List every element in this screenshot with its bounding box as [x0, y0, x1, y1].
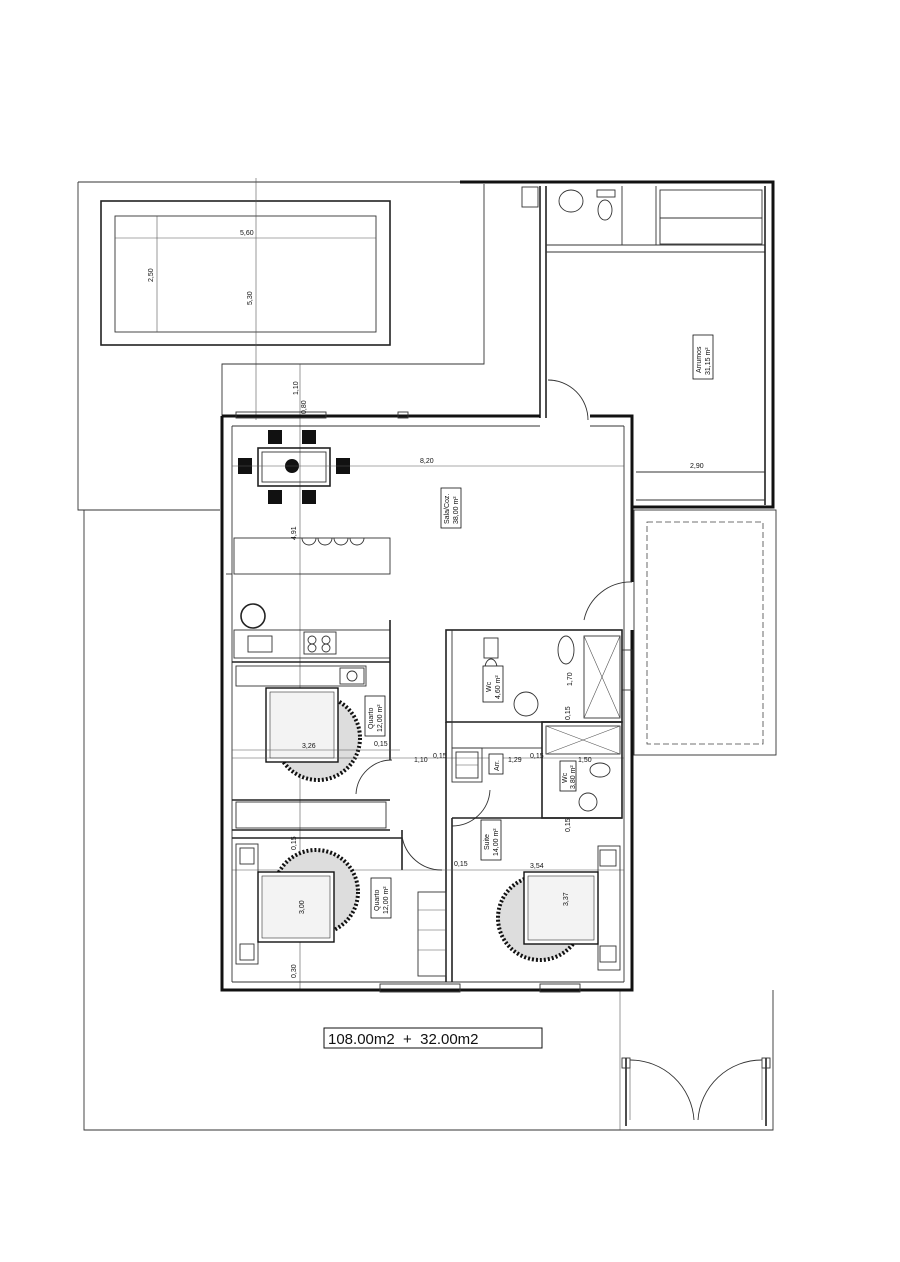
label-closet: Arr. — [488, 753, 504, 775]
bedroom-2 — [235, 843, 360, 965]
pool-length-dim: 5,60 — [240, 230, 254, 237]
dining-table — [238, 430, 350, 504]
arrumos-area: 31,15 m² — [705, 347, 712, 375]
wall-dim-4: 0,15 — [530, 753, 544, 760]
wc-depth-dim: 1,70 — [567, 672, 574, 686]
suite-name: Suite — [484, 834, 491, 850]
suite-bedroom — [496, 845, 621, 971]
total-area-box — [323, 1027, 543, 1049]
main-door-swing — [583, 581, 633, 621]
sala-name: Sala/Coz. — [444, 494, 451, 524]
wall-dim-1: 0,15 — [374, 741, 388, 748]
terrace-gap-dim: 0,80 — [301, 400, 308, 414]
suite-area: 14,00 m² — [493, 828, 500, 856]
label-quarto1: Quarto 12,00 m² — [364, 695, 386, 737]
door-bedroom-2 — [401, 835, 443, 871]
quarto1-name: Quarto — [368, 707, 375, 729]
closet-name: Arr. — [494, 760, 501, 771]
wc1-name: Wc — [486, 681, 493, 692]
label-wc2: Wc 3,80 m² — [559, 760, 577, 792]
wall-dim-2: 0,15 — [433, 753, 447, 760]
wall-dim-3: 0,15 — [565, 706, 572, 720]
arrumos-width-dim: 2,90 — [690, 463, 704, 470]
sala-area: 38,00 m² — [453, 496, 460, 524]
pool — [100, 178, 391, 420]
pool-offset-dim: 5,30 — [247, 291, 254, 305]
house-walls — [220, 411, 634, 993]
hall-width-dim: 1,10 — [414, 757, 428, 764]
hall2-width-dim: 1,29 — [508, 757, 522, 764]
quarto2-name: Quarto — [374, 889, 381, 911]
living-depth-dim: 4,91 — [291, 526, 298, 540]
label-sala: Sala/Coz. 38,00 m² — [440, 487, 462, 529]
wall-dim-7: 0,15 — [291, 836, 298, 850]
bedroom-1 — [232, 620, 400, 831]
annex — [460, 180, 775, 509]
q2-depth-dim: 3,00 — [299, 900, 306, 914]
label-quarto2: Quarto 12,00 m² — [370, 877, 392, 919]
wc2-area: 3,80 m² — [570, 765, 577, 789]
quarto2-area: 12,00 m² — [383, 886, 390, 914]
label-arrumos: Arrumos 31,15 m² — [692, 334, 714, 380]
q1-depth-dim: 3,26 — [302, 743, 316, 750]
pool-width-dim: 2,50 — [148, 268, 155, 282]
kitchen — [226, 537, 391, 659]
bathroom-2 — [541, 721, 623, 819]
quarto1-area: 12,00 m² — [377, 704, 384, 732]
terrace-depth-dim: 1,10 — [293, 381, 300, 395]
bathroom-suite — [445, 629, 623, 723]
door-suite — [451, 789, 491, 827]
label-hall: Suite 14,00 m² — [480, 819, 502, 861]
plot-boundary — [77, 181, 775, 1131]
total-area: 108.00m2 + 32.00m2 — [328, 1031, 479, 1048]
wall-dim-6: 0,15 — [454, 861, 468, 868]
suite-depth-dim: 3,37 — [563, 892, 570, 906]
wc2-name: Wc — [562, 772, 569, 783]
wall-dim-5: 0,15 — [565, 818, 572, 832]
suite-width-dim: 3,54 — [530, 863, 544, 870]
door-bedroom-1 — [355, 759, 393, 795]
gate — [621, 1057, 771, 1126]
wc2-width-dim: 1,50 — [578, 757, 592, 764]
wc1-area: 4,60 m² — [495, 675, 502, 699]
carport — [633, 509, 777, 756]
label-wc1: Wc 4,60 m² — [482, 665, 504, 703]
wall-dim-8: 0,30 — [291, 964, 298, 978]
living-width-dim: 8,20 — [420, 458, 434, 465]
arrumos-name: Arrumos — [696, 346, 703, 373]
